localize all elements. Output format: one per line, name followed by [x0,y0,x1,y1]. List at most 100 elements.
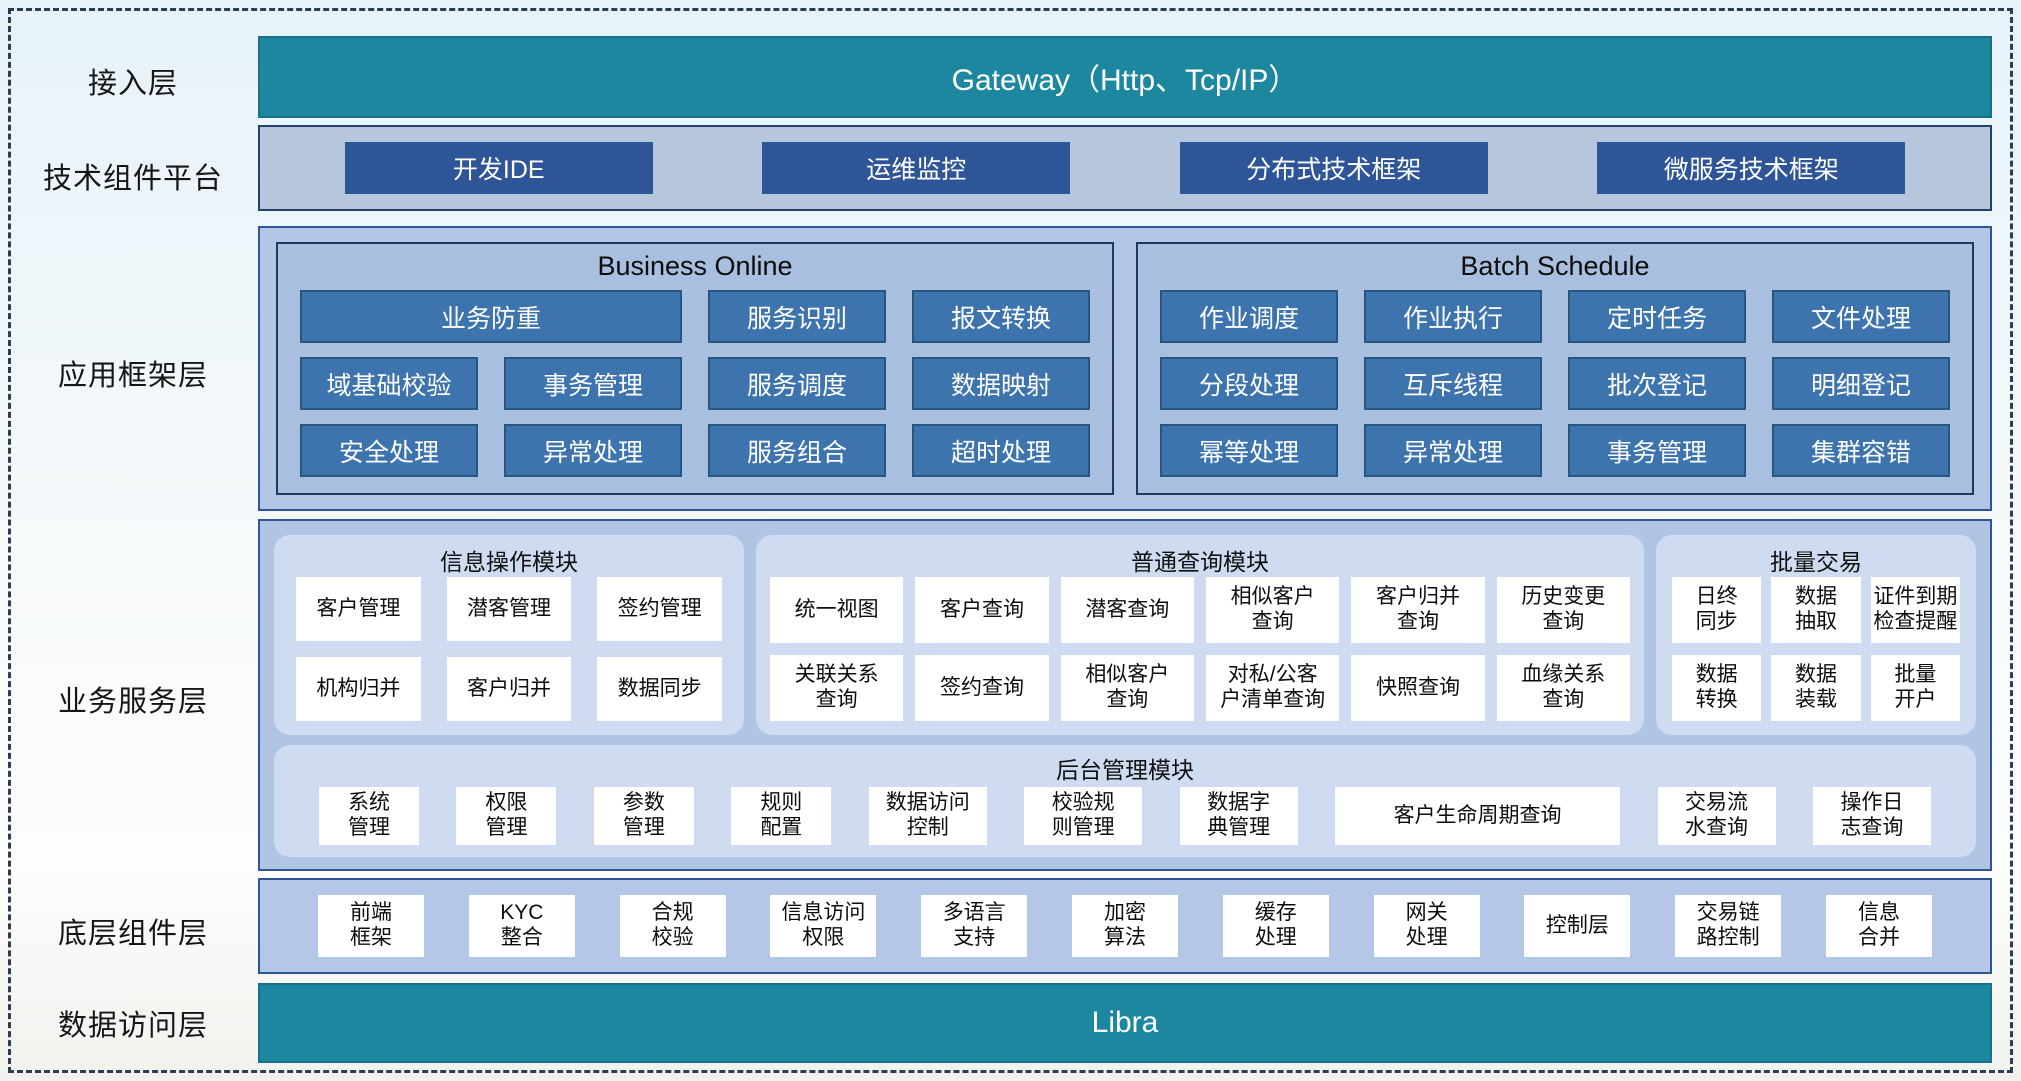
info-ops-grid: 客户管理 潜客管理 签约管理 机构归并 客户归并 数据同步 [274,577,744,721]
bs-item-4: 分段处理 [1160,357,1338,410]
dashed-border-frame [8,8,2013,1073]
batch-trade-panel: 批量交易 日终 同步 数据 抽取 证件到期 检查提醒 数据 转换 数据 装载 批… [1656,535,1976,735]
batch-schedule-grid: 作业调度 作业执行 定时任务 文件处理 分段处理 互斥线程 批次登记 明细登记 … [1138,288,1972,493]
layer-data-access: 数据访问层 Libra [8,983,1992,1063]
general-query-grid: 统一视图 客户查询 潜客查询 相似客户 查询 客户归并 查询 历史变更 查询 关… [756,577,1644,721]
business-online-panel: Business Online 业务防重 服务识别 报文转换 域基础校验 事务管… [276,242,1114,495]
batch-trade-title: 批量交易 [1770,549,1862,575]
layer-base-components: 底层组件层 前端 框架 KYC 整合 合规 校验 信息访问 权限 多语言 支持 … [8,878,1992,983]
base-item-2: 合规 校验 [619,895,726,957]
batch-trade-grid: 日终 同步 数据 抽取 证件到期 检查提醒 数据 转换 数据 装载 批量 开户 [1656,577,1976,721]
query-item-5: 历史变更 查询 [1496,577,1630,643]
query-item-9: 对私/公客 户清单查询 [1205,655,1340,721]
tech-item-3: 微服务技术框架 [1597,142,1906,194]
query-item-8: 相似客户 查询 [1060,655,1194,721]
bs-item-7: 明细登记 [1772,357,1950,410]
trade-item-1: 数据 抽取 [1771,577,1861,643]
tech-item-0: 开发IDE [344,142,653,194]
base-item-8: 控制层 [1524,895,1631,957]
info-ops-panel: 信息操作模块 客户管理 潜客管理 签约管理 机构归并 客户归并 数据同步 [274,535,744,735]
base-item-0: 前端 框架 [318,895,424,957]
admin-item-2: 参数 管理 [593,787,694,845]
query-item-3: 相似客户 查询 [1205,577,1340,643]
layer-app-framework-label: 应用框架层 [57,359,208,392]
layer-tech-platform: 技术组件平台 开发IDE 运维监控 分布式技术框架 微服务技术框架 [8,125,1992,226]
admin-panel: 后台管理模块 系统 管理 权限 管理 参数 管理 规则 配置 数据访问 控制 校… [274,745,1976,857]
trade-item-2: 证件到期 检查提醒 [1870,577,1960,643]
admin-item-1: 权限 管理 [456,787,557,845]
tech-platform-box: 开发IDE 运维监控 分布式技术框架 微服务技术框架 [258,125,1992,211]
layer-business-service: 业务服务层 信息操作模块 客户管理 潜客管理 签约管理 机构归并 客户归并 数据… [8,519,1992,878]
bo-item-10: 超时处理 [912,424,1090,477]
query-item-6: 关联关系 查询 [770,655,904,721]
admin-item-0: 系统 管理 [319,787,419,845]
admin-item-4: 数据访问 控制 [868,787,987,845]
bo-item-0: 业务防重 [300,290,682,343]
bs-item-11: 集群容错 [1772,424,1950,477]
layer-access: 接入层 Gateway（Http、Tcp/IP） [8,36,1992,125]
info-item-2: 签约管理 [597,577,722,641]
bo-item-9: 服务组合 [708,424,886,477]
bs-item-8: 幂等处理 [1160,424,1338,477]
base-item-4: 多语言 支持 [921,895,1028,957]
base-item-10: 信息 合并 [1825,895,1932,957]
gateway-bar: Gateway（Http、Tcp/IP） [258,36,1992,118]
trade-item-0: 日终 同步 [1672,577,1762,643]
business-online-title: Business Online [597,250,793,281]
bo-item-1: 服务识别 [708,290,886,343]
layer-base-components-label: 底层组件层 [57,917,208,950]
general-query-panel: 普通查询模块 统一视图 客户查询 潜客查询 相似客户 查询 客户归并 查询 历史… [756,535,1644,735]
info-item-1: 潜客管理 [446,577,572,641]
admin-item-7: 客户生命周期查询 [1335,787,1621,845]
admin-item-8: 交易流 水查询 [1657,787,1776,845]
batch-schedule-panel: Batch Schedule 作业调度 作业执行 定时任务 文件处理 分段处理 … [1136,242,1974,495]
layer-access-label: 接入层 [87,67,178,100]
bo-item-6: 数据映射 [912,357,1090,410]
admin-item-6: 数据字 典管理 [1179,787,1298,845]
business-service-box: 信息操作模块 客户管理 潜客管理 签约管理 机构归并 客户归并 数据同步 普通查… [258,519,1992,871]
base-item-1: KYC 整合 [468,895,575,957]
query-item-10: 快照查询 [1351,655,1485,721]
trade-item-3: 数据 转换 [1672,655,1762,721]
bo-item-8: 异常处理 [504,424,682,477]
layer-app-framework: 应用框架层 Business Online 业务防重 服务识别 报文转换 域基础… [8,226,1992,519]
bo-item-2: 报文转换 [912,290,1090,343]
bs-item-1: 作业执行 [1364,290,1542,343]
architecture-diagram: 接入层 Gateway（Http、Tcp/IP） 技术组件平台 开发IDE 运维… [8,8,2013,1073]
general-query-title: 普通查询模块 [1131,549,1269,575]
libra-bar: Libra [258,983,1992,1063]
base-item-5: 加密 算法 [1071,895,1178,957]
base-components-box: 前端 框架 KYC 整合 合规 校验 信息访问 权限 多语言 支持 加密 算法 … [258,878,1992,974]
query-item-7: 签约查询 [915,655,1049,721]
tech-item-1: 运维监控 [762,142,1071,194]
query-item-0: 统一视图 [770,577,904,643]
base-item-3: 信息访问 权限 [770,895,877,957]
bo-item-4: 事务管理 [504,357,682,410]
layer-business-service-label: 业务服务层 [57,685,208,718]
admin-title: 后台管理模块 [1056,757,1194,783]
trade-item-5: 批量 开户 [1870,655,1960,721]
bs-item-9: 异常处理 [1364,424,1542,477]
tech-item-2: 分布式技术框架 [1179,142,1488,194]
batch-schedule-title: Batch Schedule [1460,250,1650,281]
query-item-4: 客户归并 查询 [1351,577,1485,643]
business-service-top-row: 信息操作模块 客户管理 潜客管理 签约管理 机构归并 客户归并 数据同步 普通查… [274,535,1976,735]
trade-item-4: 数据 装载 [1771,655,1861,721]
info-item-5: 数据同步 [597,657,722,721]
query-item-1: 客户查询 [915,577,1049,643]
query-item-2: 潜客查询 [1060,577,1194,643]
bs-item-3: 文件处理 [1772,290,1950,343]
info-item-3: 机构归并 [296,657,421,721]
bo-item-3: 域基础校验 [300,357,478,410]
admin-item-3: 规则 配置 [731,787,832,845]
admin-item-9: 操作日 志查询 [1812,787,1931,845]
query-item-11: 血缘关系 查询 [1496,655,1630,721]
info-item-4: 客户归并 [446,657,572,721]
bs-item-0: 作业调度 [1160,290,1338,343]
layer-tech-platform-label: 技术组件平台 [42,162,223,195]
base-item-6: 缓存 处理 [1222,895,1329,957]
bs-item-6: 批次登记 [1568,357,1746,410]
bs-item-5: 互斥线程 [1364,357,1542,410]
admin-row: 系统 管理 权限 管理 参数 管理 规则 配置 数据访问 控制 校验规 则管理 … [274,785,1976,847]
bs-item-2: 定时任务 [1568,290,1746,343]
